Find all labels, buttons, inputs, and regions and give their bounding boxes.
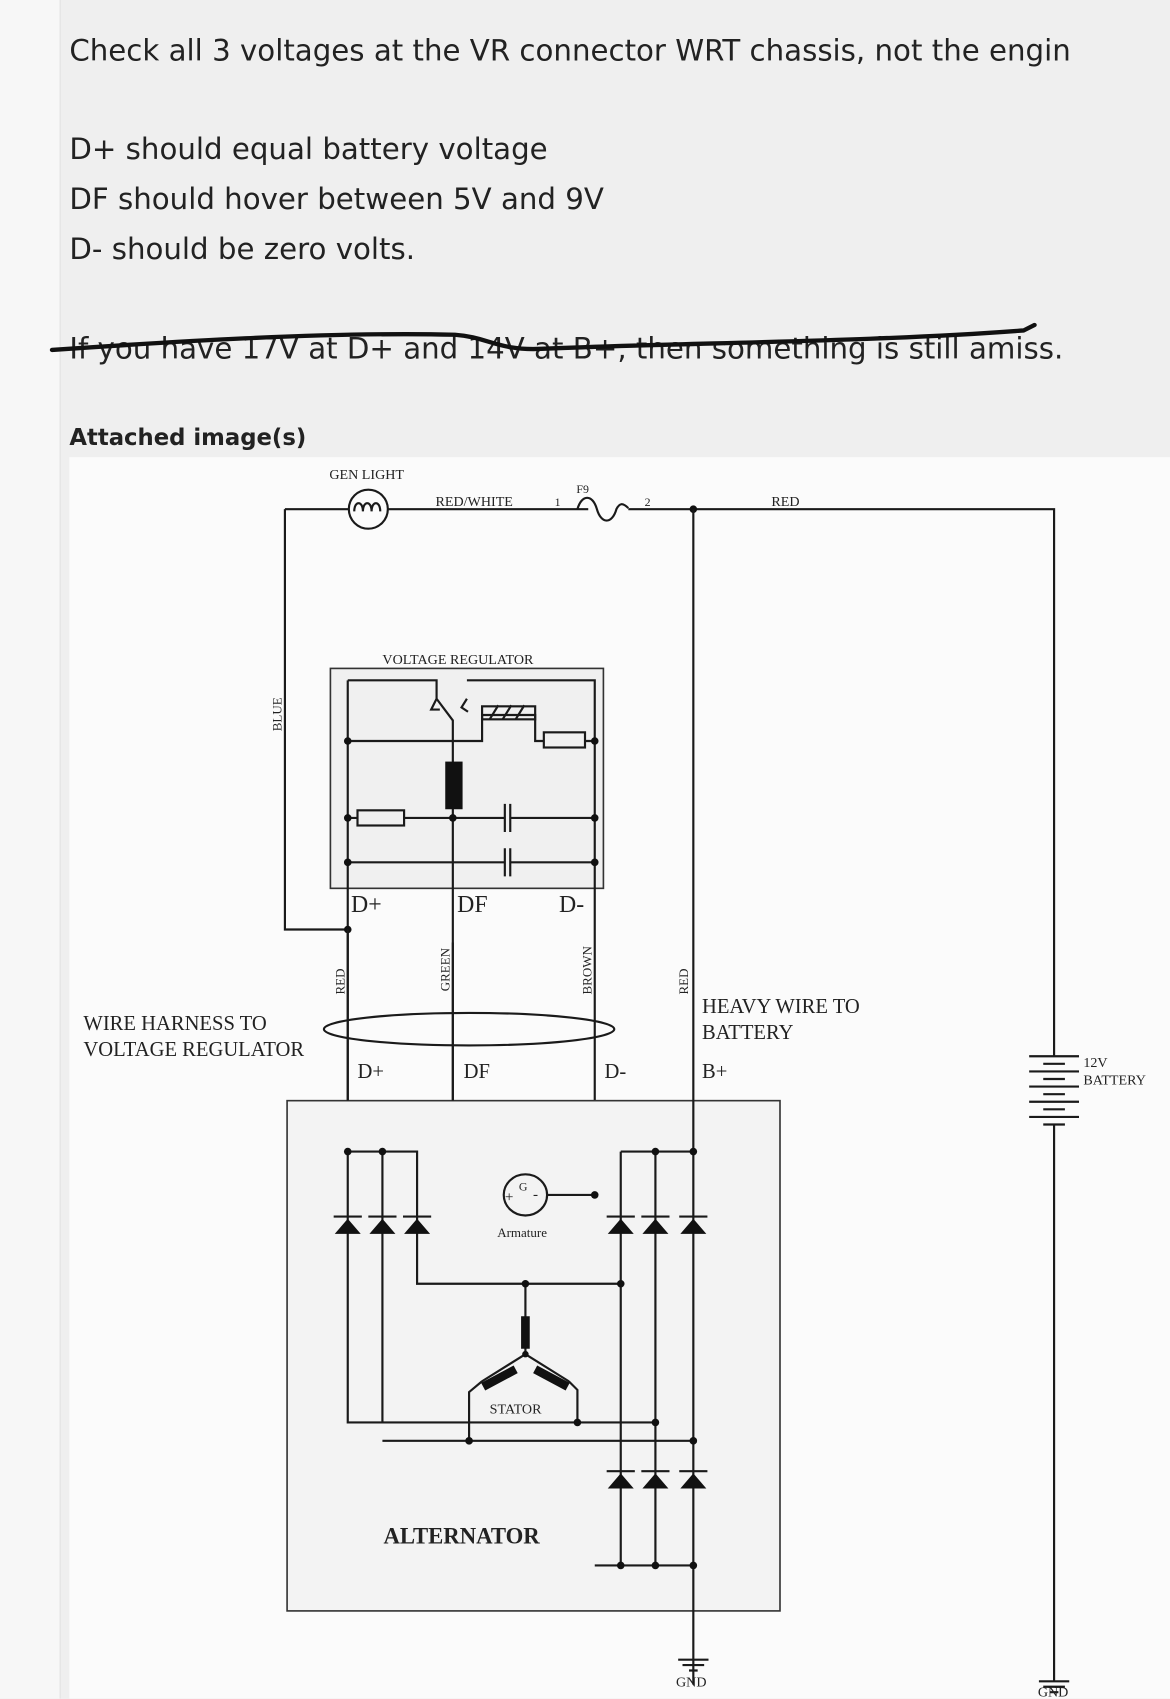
label-gnd: GND <box>1038 1684 1069 1698</box>
label-vr-dminus: D- <box>559 892 584 918</box>
fuse-icon <box>576 496 630 522</box>
label-alt-dminus: D- <box>604 1061 626 1083</box>
label-battery: BATTERY <box>1083 1072 1146 1088</box>
label-fuse-pin: 1 <box>555 495 561 509</box>
label-stator: STATOR <box>490 1402 542 1418</box>
label-fuse: F9 <box>576 482 589 496</box>
ground-icon <box>1038 1680 1070 1694</box>
label-blue: BLUE <box>270 697 285 731</box>
armature-icon <box>502 1173 549 1217</box>
label-battery: 12V <box>1083 1055 1108 1071</box>
label-fuse-pin: 2 <box>645 495 651 509</box>
label-red: RED <box>771 494 799 510</box>
label-alt-bplus: B+ <box>702 1061 727 1083</box>
post-text-line: Check all 3 voltages at the VR connector… <box>69 34 1071 69</box>
post-text-line: D- should be zero volts. <box>69 232 416 267</box>
post-text-line: DF should hover between 5V and 9V <box>69 183 604 217</box>
label-alt-dplus: D+ <box>357 1061 383 1083</box>
stator-coil-icon <box>481 1365 570 1391</box>
label-red-white: RED/WHITE <box>435 494 512 510</box>
alternator-box <box>286 1099 781 1612</box>
label-heavy-wire: BATTERY <box>702 1022 794 1044</box>
resistor-icon <box>542 731 587 749</box>
strike-mark <box>49 322 1037 353</box>
post-text-line: D+ should equal battery voltage <box>69 133 548 167</box>
stator-coil-icon <box>521 1316 530 1349</box>
label-armature-g: G <box>519 1180 528 1194</box>
ground-icon <box>678 1658 709 1672</box>
label-gen-light: GEN LIGHT <box>329 467 404 483</box>
label-harness: VOLTAGE REGULATOR <box>83 1039 304 1061</box>
label-alt-df: DF <box>464 1061 490 1083</box>
label-wire-red: RED <box>332 969 347 995</box>
harness-ellipse <box>322 1011 616 1047</box>
label-wire-green: GREEN <box>438 947 453 991</box>
label-wire-brown: BROWN <box>579 946 594 995</box>
voltage-regulator-box <box>329 667 605 890</box>
left-gutter <box>0 0 61 1699</box>
label-wire-red: RED <box>676 969 691 995</box>
capacitor-icon <box>503 803 512 877</box>
resistor-icon <box>356 809 406 827</box>
label-armature: Armature <box>497 1225 547 1240</box>
label-voltage-regulator: VOLTAGE REGULATOR <box>382 652 534 668</box>
label-vr-dplus: D+ <box>351 892 382 918</box>
label-harness: WIRE HARNESS TO <box>83 1013 266 1035</box>
attached-images-label: Attached image(s) <box>69 424 307 451</box>
label-alternator: ALTERNATOR <box>383 1524 540 1549</box>
label-armature-minus: - <box>533 1186 538 1203</box>
gen-light-bulb-icon <box>347 488 389 530</box>
label-heavy-wire: HEAVY WIRE TO <box>702 996 860 1018</box>
label-armature-plus: + <box>505 1188 514 1205</box>
label-vr-df: DF <box>457 892 487 918</box>
transistor-icon <box>445 761 463 810</box>
label-gnd: GND <box>676 1675 707 1691</box>
battery-icon <box>1029 1055 1079 1682</box>
